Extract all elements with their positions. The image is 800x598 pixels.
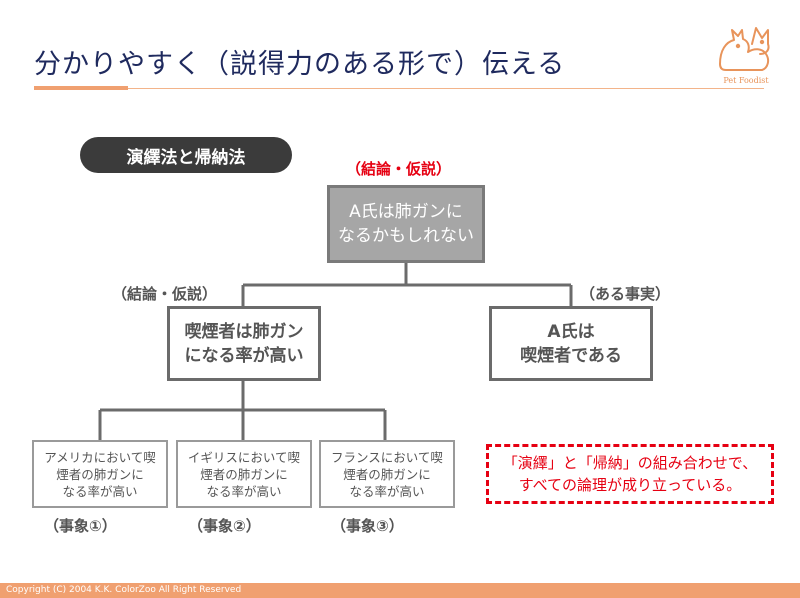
leaf-1-line-2: 煙者の肺ガンに (56, 466, 144, 482)
right-node-tag: （ある事実） (580, 285, 671, 303)
cat-dog-icon (719, 27, 770, 71)
left-node: 喫煙者は肺ガン になる率が高い (167, 306, 321, 381)
leaf-2-line-2: 煙者の肺ガンに (200, 466, 288, 482)
title-divider (128, 88, 764, 89)
top-node-line-1: A氏は肺ガンに (349, 202, 463, 222)
leaf-3-line-2: 煙者の肺ガンに (343, 466, 431, 482)
leaf-3-caption: （事象③） (331, 517, 404, 535)
leaf-2-line-1: イギリスにおいて喫 (187, 449, 301, 465)
leaf-node-3: フランスにおいて喫 煙者の肺ガンに なる率が高い (319, 440, 455, 508)
callout-line-1: 「演繹」と「帰納」の組み合わせで、 (502, 454, 758, 472)
leaf-2-caption: （事象②） (188, 517, 261, 535)
leaf-3-line-3: なる率が高い (349, 483, 425, 499)
leaf-3-line-1: フランスにおいて喫 (331, 449, 443, 465)
top-node-tag: （結論・仮説） (346, 160, 452, 178)
leaf-node-1: アメリカにおいて喫 煙者の肺ガンに なる率が高い (32, 440, 168, 508)
logo-text: Pet Foodist (723, 76, 769, 85)
page-title: 分かりやすく（説得力のある形で）伝える (34, 49, 566, 80)
footer-copyright: Copyright (C) 2004 K.K. ColorZoo All Rig… (0, 583, 800, 598)
callout-line-2: すべての論理が成り立っている。 (518, 476, 742, 494)
top-node: A氏は肺ガンに なるかもしれない (327, 185, 485, 263)
leaf-1-line-3: なる率が高い (62, 483, 138, 499)
leaf-node-2: イギリスにおいて喫 煙者の肺ガンに なる率が高い (176, 440, 312, 508)
left-node-line-1: 喫煙者は肺ガン (184, 321, 304, 342)
left-node-line-2: になる率が高い (184, 345, 304, 366)
top-node-line-2: なるかもしれない (338, 226, 474, 246)
callout-box: 「演繹」と「帰納」の組み合わせで、 すべての論理が成り立っている。 (486, 444, 774, 504)
right-node-line-1: A氏は (547, 321, 595, 342)
right-node: A氏は 喫煙者である (489, 306, 653, 381)
leaf-1-line-1: アメリカにおいて喫 (44, 449, 156, 465)
right-node-line-2: 喫煙者である (520, 345, 622, 366)
title-accent-bar (34, 86, 128, 90)
left-node-tag: （結論・仮説） (112, 285, 218, 303)
leaf-1-caption: （事象①） (44, 517, 117, 535)
leaf-2-line-3: なる率が高い (206, 483, 282, 499)
section-label: 演繹法と帰納法 (80, 137, 292, 173)
